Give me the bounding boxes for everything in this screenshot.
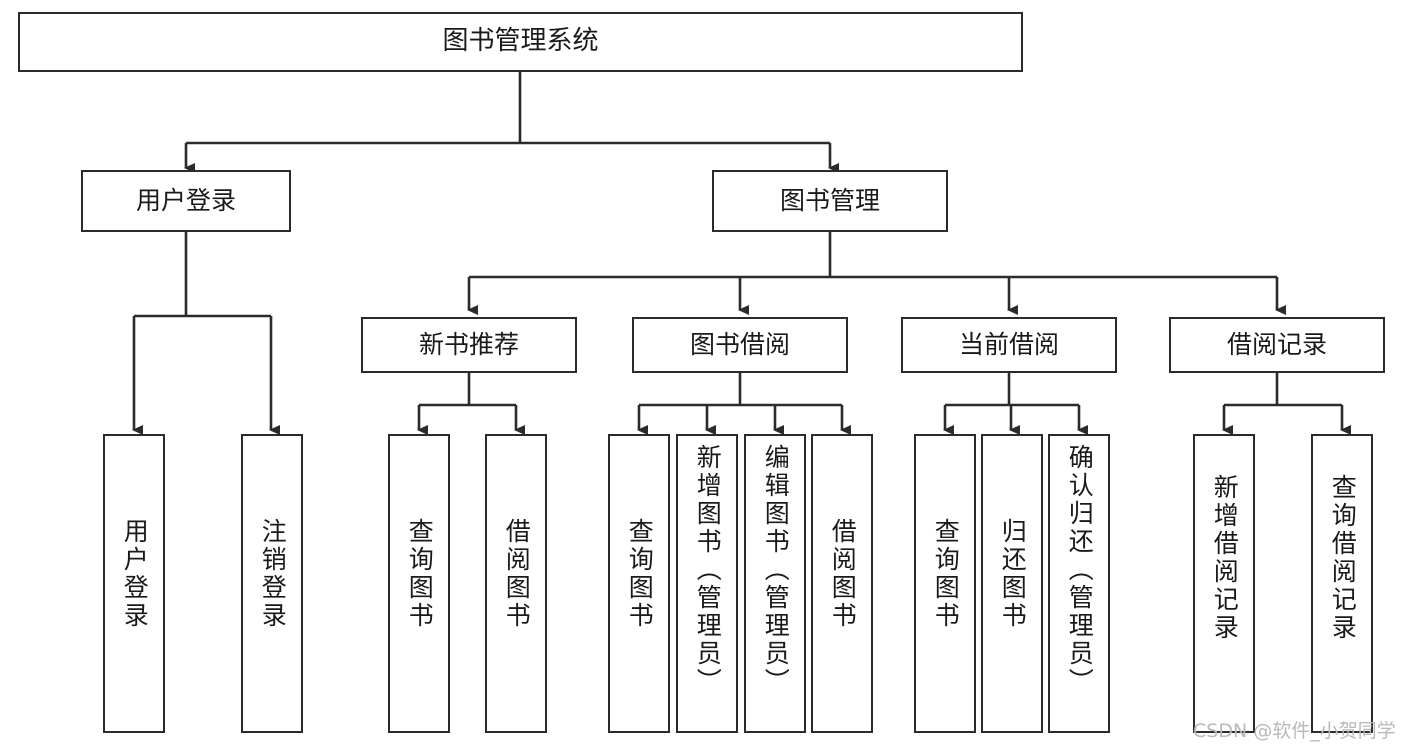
node-leaf-add-record[interactable]: 新增借阅记录: [1193, 434, 1255, 733]
node-leaf-query-book-1-label: 查询图书: [405, 518, 435, 630]
node-book-manage[interactable]: 图书管理: [712, 170, 948, 232]
node-leaf-query-record[interactable]: 查询借阅记录: [1311, 434, 1373, 733]
node-root-label: 图书管理系统: [442, 26, 599, 57]
watermark-text: CSDN @软件_小贺同学: [1193, 720, 1396, 742]
node-leaf-borrow-book-2-label: 借阅图书: [828, 518, 858, 630]
node-leaf-query-record-label: 查询借阅记录: [1328, 474, 1358, 642]
node-leaf-add-book[interactable]: 新增图书（管理员）: [676, 434, 738, 733]
node-leaf-borrow-book-2[interactable]: 借阅图书: [811, 434, 873, 733]
node-leaf-logout-login-label: 注销登录: [258, 518, 288, 630]
node-new-book-recommend[interactable]: 新书推荐: [361, 317, 577, 373]
node-leaf-query-book-1[interactable]: 查询图书: [388, 434, 450, 733]
node-borrow-record[interactable]: 借阅记录: [1169, 317, 1385, 373]
node-user-login-label: 用户登录: [135, 185, 236, 215]
node-leaf-query-book-3[interactable]: 查询图书: [914, 434, 976, 733]
node-leaf-query-book-2-label: 查询图书: [625, 518, 655, 630]
node-leaf-borrow-book-1[interactable]: 借阅图书: [485, 434, 547, 733]
node-leaf-add-book-label: 新增图书（管理员）: [693, 444, 723, 696]
node-new-book-recommend-label: 新书推荐: [418, 329, 519, 359]
node-leaf-add-record-label: 新增借阅记录: [1210, 474, 1240, 642]
node-leaf-logout-login[interactable]: 注销登录: [241, 434, 303, 733]
node-leaf-edit-book-label: 编辑图书（管理员）: [761, 444, 791, 696]
node-root[interactable]: 图书管理系统: [18, 12, 1023, 72]
node-leaf-return-book[interactable]: 归还图书: [981, 434, 1043, 733]
node-current-borrow-label: 当前借阅: [958, 329, 1059, 359]
node-leaf-edit-book[interactable]: 编辑图书（管理员）: [744, 434, 806, 733]
node-leaf-query-book-2[interactable]: 查询图书: [608, 434, 670, 733]
node-leaf-return-book-label: 归还图书: [998, 518, 1028, 630]
node-borrow-record-label: 借阅记录: [1226, 329, 1327, 359]
node-leaf-borrow-book-1-label: 借阅图书: [502, 518, 532, 630]
node-leaf-query-book-3-label: 查询图书: [931, 518, 961, 630]
node-current-borrow[interactable]: 当前借阅: [901, 317, 1117, 373]
node-leaf-user-login[interactable]: 用户登录: [103, 434, 165, 733]
node-leaf-confirm-return[interactable]: 确认归还（管理员）: [1048, 434, 1110, 733]
node-book-borrow-label: 图书借阅: [689, 329, 790, 359]
node-leaf-confirm-return-label: 确认归还（管理员）: [1065, 444, 1095, 696]
node-user-login[interactable]: 用户登录: [81, 170, 291, 232]
node-book-manage-label: 图书管理: [779, 185, 880, 215]
node-book-borrow[interactable]: 图书借阅: [632, 317, 848, 373]
node-leaf-user-login-label: 用户登录: [120, 518, 150, 630]
